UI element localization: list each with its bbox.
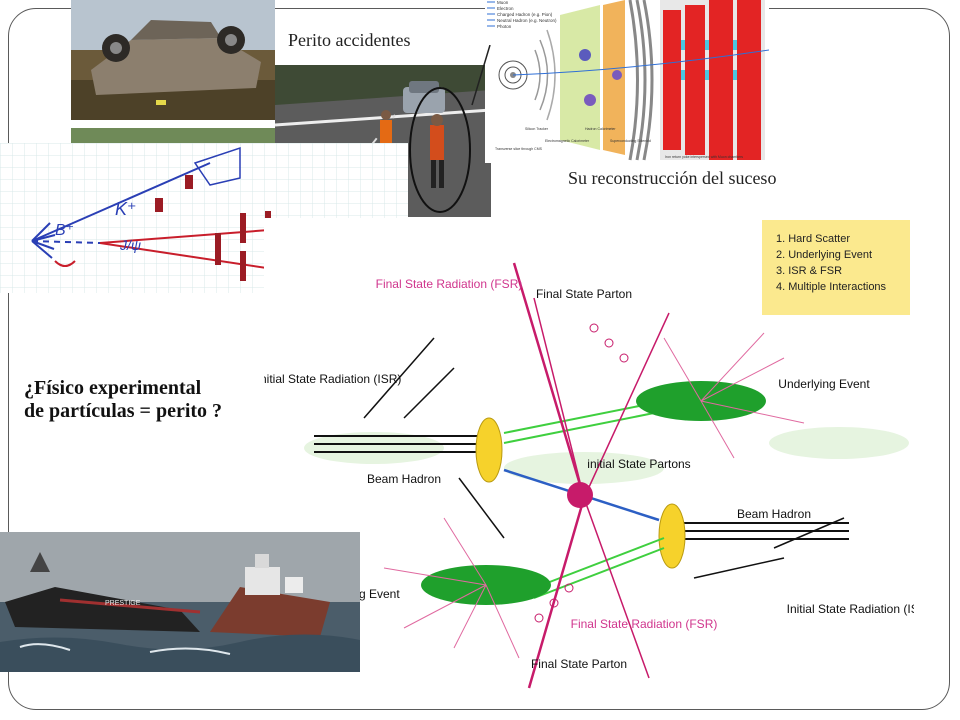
reconstruction-caption: Su reconstrucción del suceso <box>568 168 777 188</box>
label-transverse: Transverse slice through CMS <box>495 147 543 151</box>
cms-detector-slice: Muon Electron Charged Hadron (e.g. Pion)… <box>485 0 769 163</box>
label-hcal: Hadron Calorimeter <box>585 127 616 131</box>
legend-charged-hadron: Charged Hadron (e.g. Pion) <box>497 12 553 17</box>
parton-top-label: Final State Parton <box>536 287 632 301</box>
experimental-physicist-question: ¿Físico experimental de partículas = per… <box>24 377 222 423</box>
legend-muon: Muon <box>497 0 509 5</box>
ship-name-label: PRESTIGE <box>105 600 141 607</box>
initial-partons-label: initial State Partons <box>587 457 690 471</box>
underlying-right-label: Underlying Event <box>778 377 870 391</box>
event-list-item-2: 2. Underlying Event <box>776 249 872 261</box>
question-line-2: de partículas = perito ? <box>24 400 223 422</box>
hadron-collision-diagram: Final State Radiation (FSR) Final State … <box>264 218 914 698</box>
jpsi-label: J/ψ <box>119 237 141 253</box>
parton-bottom-label: Final State Parton <box>531 657 627 671</box>
fsr-bottom-label: Final State Radiation (FSR) <box>571 617 718 631</box>
fsr-top-label: Final State Radiation (FSR) <box>376 277 523 291</box>
callout-line <box>471 45 491 106</box>
legend-neutral-hadron: Neutral Hadron (e.g. Neutron) <box>497 18 557 23</box>
beam-left-label: Beam Hadron <box>367 472 441 486</box>
label-tracker: Silicon Tracker <box>525 127 549 131</box>
event-list-item-4: 4. Multiple Interactions <box>776 281 887 293</box>
isr-left-label: Initial State Radiation (ISR) <box>264 372 401 386</box>
label-ecal: Electromagnetic Calorimeter <box>545 139 590 143</box>
sinking-ship-photo: PRESTIGE <box>0 532 360 672</box>
accident-expert-caption: Perito accidentes <box>288 30 411 50</box>
overturned-car-photo <box>71 0 275 120</box>
label-solenoid: Superconducting Solenoid <box>610 139 651 143</box>
beam-right-label: Beam Hadron <box>737 507 811 521</box>
label-muon: Iron return yoke interspersed with Muon … <box>665 155 743 159</box>
legend-photon: Photon <box>497 24 512 29</box>
event-list-item-3: 3. ISR & FSR <box>776 265 842 277</box>
question-line-1: ¿Físico experimental <box>24 377 202 399</box>
kaon-label: K⁺ <box>115 199 137 219</box>
event-list-item-1: 1. Hard Scatter <box>776 233 850 245</box>
legend-electron: Electron <box>497 6 514 11</box>
isr-right-label: Initial State Radiation (ISR) <box>787 602 914 616</box>
b-plus-label: B⁺ <box>55 222 74 239</box>
